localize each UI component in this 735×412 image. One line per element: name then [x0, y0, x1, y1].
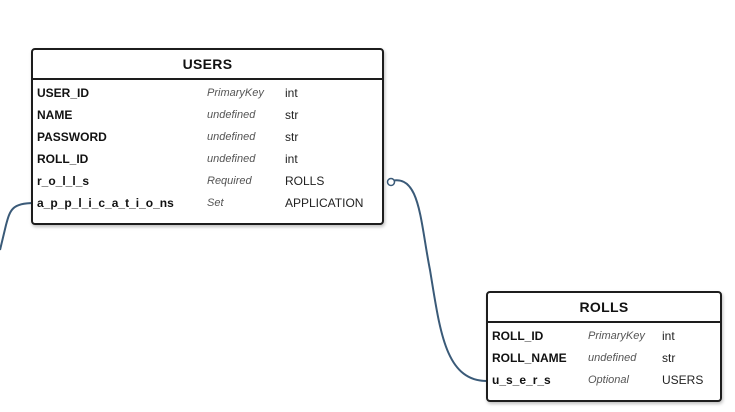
- column-row[interactable]: r_o_l_l_s Required ROLLS: [37, 170, 378, 192]
- table-rolls[interactable]: ROLLS ROLL_ID PrimaryKey int ROLL_NAME u…: [486, 291, 722, 402]
- column-name: r_o_l_l_s: [37, 174, 90, 188]
- column-name: NAME: [37, 108, 73, 122]
- column-name: ROLL_NAME: [492, 351, 567, 365]
- column-list: ROLL_ID PrimaryKey int ROLL_NAME undefin…: [488, 323, 720, 395]
- column-type: str: [285, 130, 299, 144]
- column-type: APPLICATION: [285, 196, 364, 210]
- column-row[interactable]: ROLL_NAME undefined str: [492, 347, 716, 369]
- table-title: ROLLS: [488, 293, 720, 323]
- column-modifier: undefined: [207, 109, 256, 121]
- column-type: USERS: [662, 373, 704, 387]
- column-type: int: [285, 86, 298, 100]
- column-modifier: Required: [207, 175, 252, 187]
- column-modifier: PrimaryKey: [207, 87, 264, 99]
- column-name: USER_ID: [37, 86, 90, 100]
- table-title: USERS: [33, 50, 382, 80]
- column-type: int: [285, 152, 298, 166]
- column-name: ROLL_ID: [37, 152, 89, 166]
- column-modifier: undefined: [207, 131, 256, 143]
- users-rolls-link: [387, 179, 489, 383]
- column-row[interactable]: USER_ID PrimaryKey int: [37, 82, 378, 104]
- column-modifier: PrimaryKey: [588, 330, 645, 342]
- column-modifier: undefined: [207, 153, 256, 165]
- column-row[interactable]: PASSWORD undefined str: [37, 126, 378, 148]
- column-type: int: [662, 329, 675, 343]
- column-modifier: undefined: [588, 352, 637, 364]
- column-name: PASSWORD: [37, 130, 107, 144]
- column-row[interactable]: NAME undefined str: [37, 104, 378, 126]
- column-type: str: [285, 108, 299, 122]
- column-name: u_s_e_r_s: [492, 373, 551, 387]
- applications-link: [0, 202, 35, 251]
- column-name: ROLL_ID: [492, 329, 544, 343]
- column-modifier: Set: [207, 197, 224, 209]
- column-type: ROLLS: [285, 174, 325, 188]
- table-users[interactable]: USERS USER_ID PrimaryKey int NAME undefi…: [31, 48, 384, 225]
- column-row[interactable]: ROLL_ID undefined int: [37, 148, 378, 170]
- link-end-circle: [386, 177, 396, 187]
- column-list: USER_ID PrimaryKey int NAME undefined st…: [33, 80, 382, 218]
- column-row[interactable]: ROLL_ID PrimaryKey int: [492, 325, 716, 347]
- column-row[interactable]: u_s_e_r_s Optional USERS: [492, 369, 716, 391]
- column-type: str: [662, 351, 676, 365]
- column-row[interactable]: a_p_p_l_i_c_a_t_i_o_ns Set APPLICATION: [37, 192, 378, 214]
- column-name: a_p_p_l_i_c_a_t_i_o_ns: [37, 196, 174, 210]
- column-modifier: Optional: [588, 374, 629, 386]
